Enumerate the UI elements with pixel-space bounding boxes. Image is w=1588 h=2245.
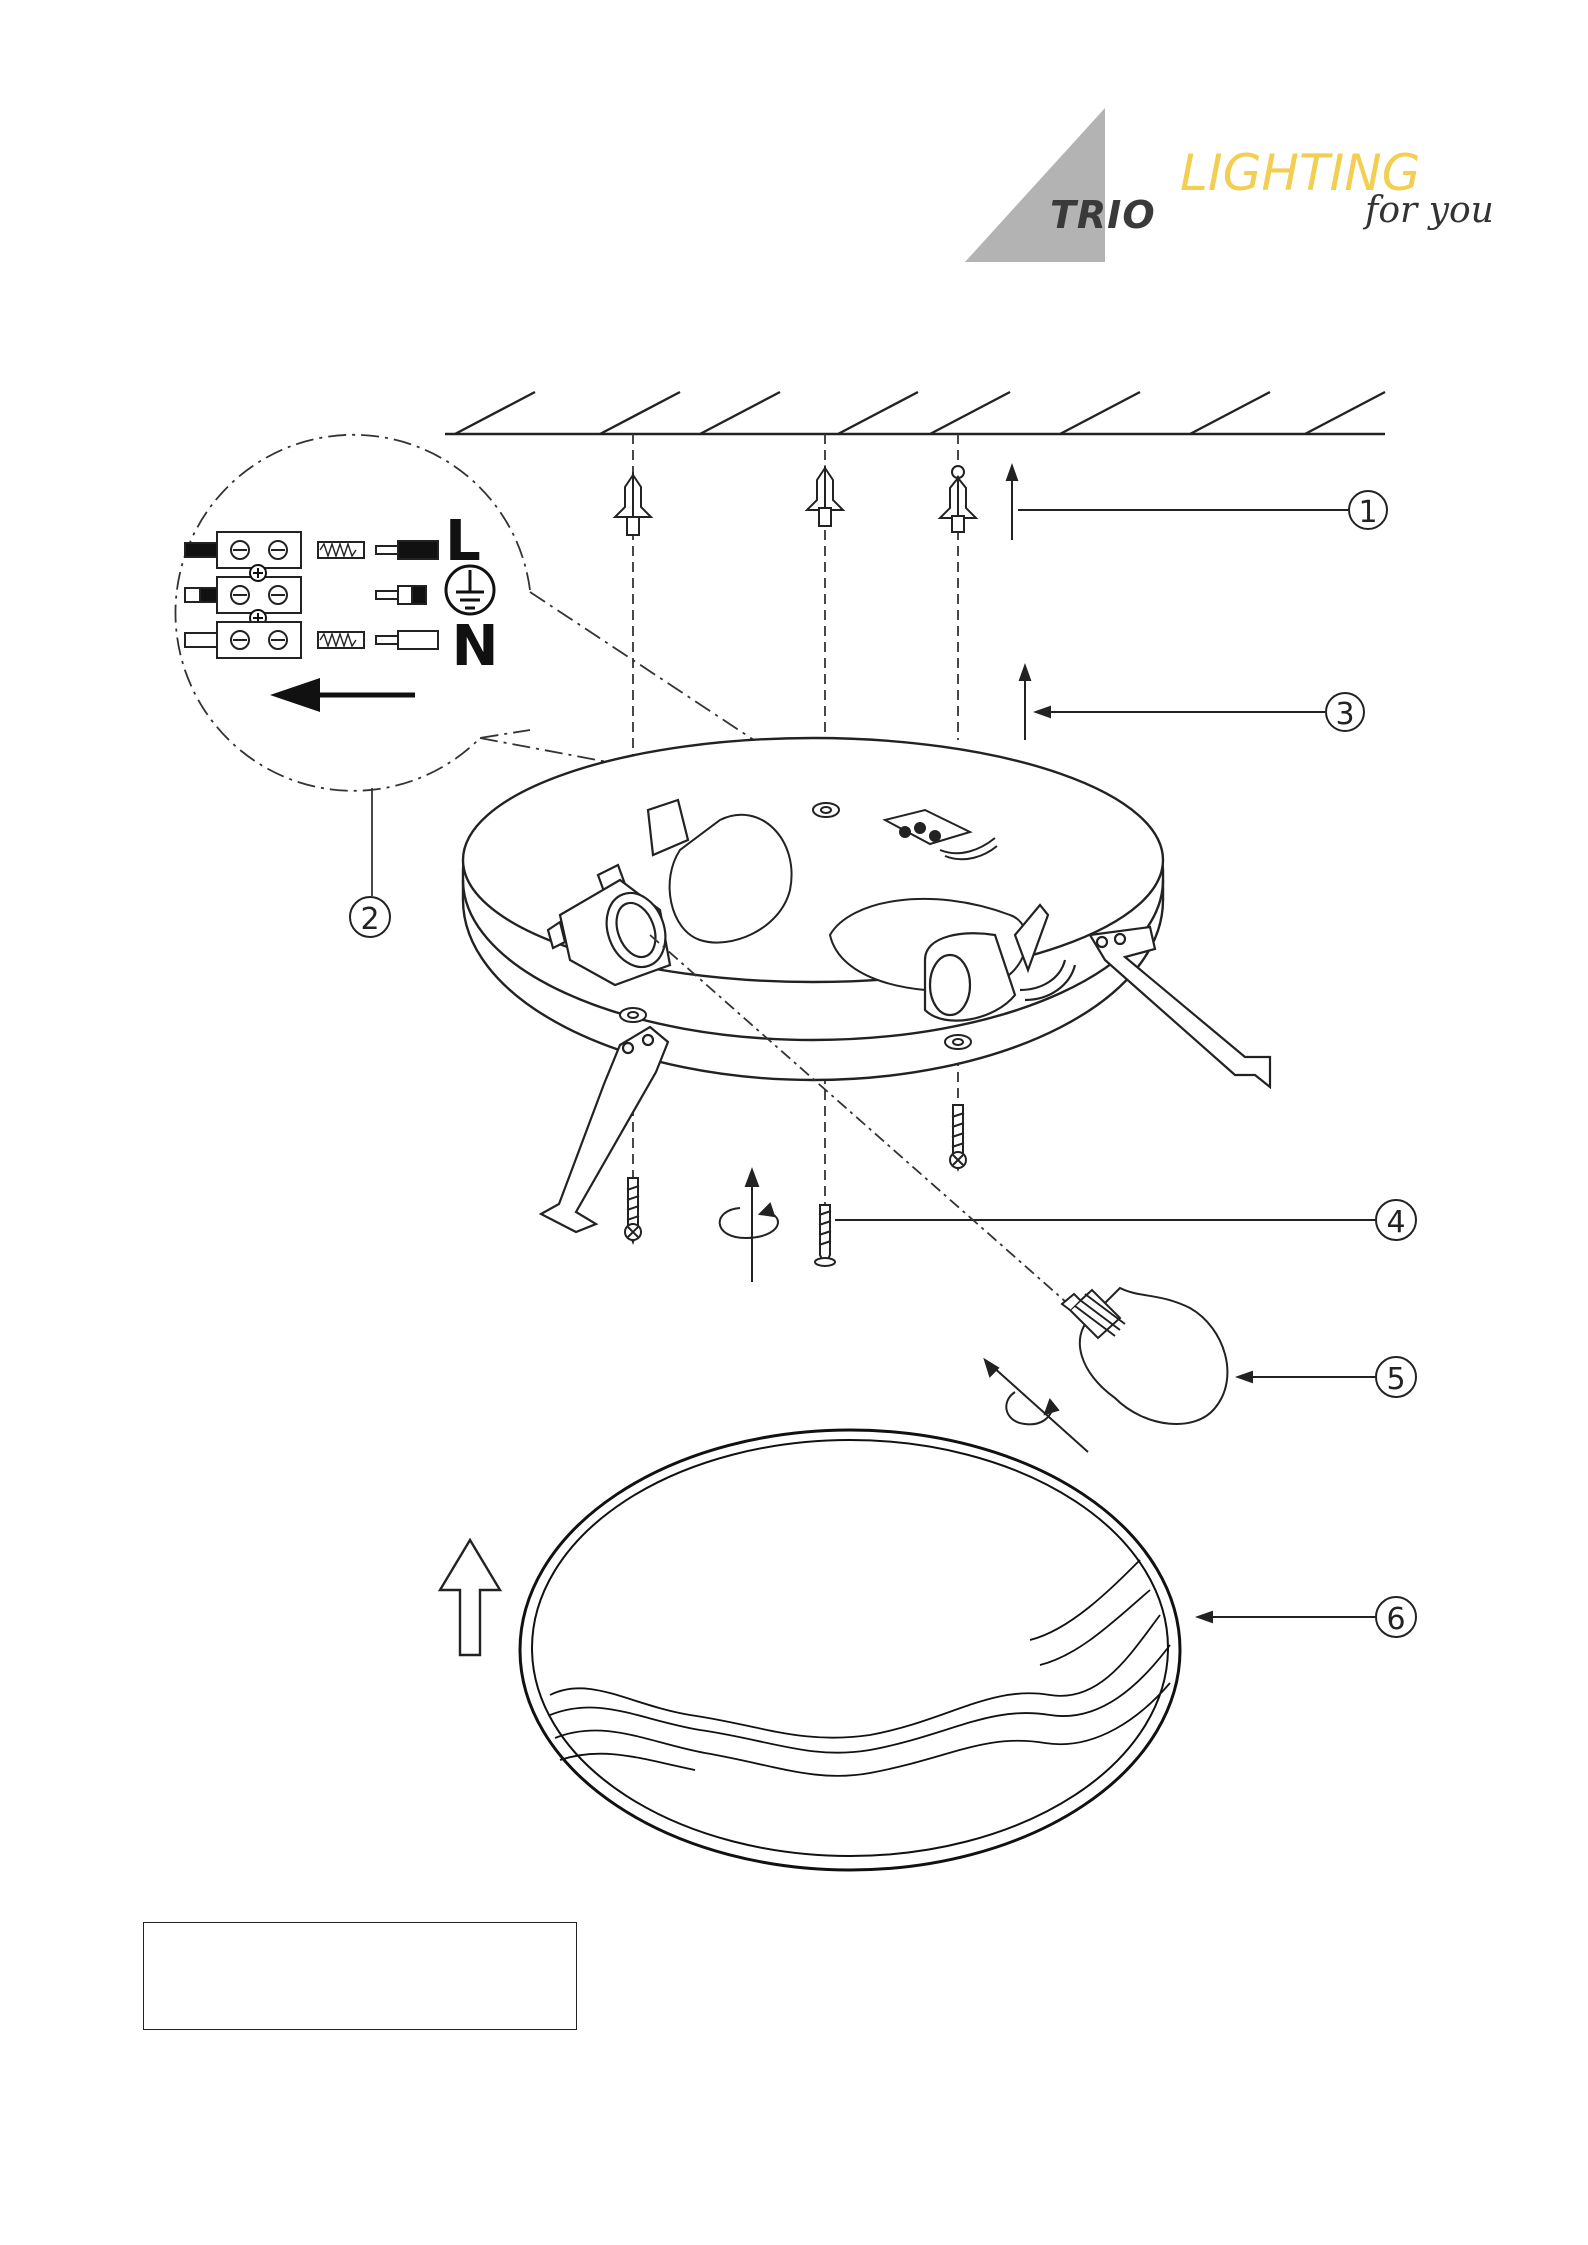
arrow-left-icon bbox=[270, 678, 415, 712]
svg-text:6: 6 bbox=[1386, 1602, 1405, 1637]
wall-plug bbox=[615, 475, 651, 535]
ceiling bbox=[445, 392, 1385, 434]
light-bulb bbox=[1062, 1288, 1227, 1424]
up-arrow-icon bbox=[440, 1540, 500, 1655]
arrow-up-icon bbox=[1020, 666, 1030, 740]
arrow-up-icon bbox=[1007, 466, 1017, 540]
screw bbox=[950, 1105, 966, 1169]
wall-plug bbox=[807, 468, 843, 526]
svg-text:5: 5 bbox=[1386, 1362, 1405, 1397]
callout-5: 5 bbox=[1376, 1357, 1416, 1397]
callout-leader-6 bbox=[1198, 1612, 1376, 1622]
callout-leader-3 bbox=[1036, 707, 1325, 717]
wall-plug bbox=[940, 466, 976, 532]
callout-4: 4 bbox=[1376, 1200, 1416, 1240]
callout-1: 1 bbox=[1349, 491, 1387, 530]
svg-text:1: 1 bbox=[1358, 495, 1377, 530]
trio-logo: TRIO LIGHTING for you bbox=[965, 108, 1494, 262]
svg-text:4: 4 bbox=[1386, 1205, 1405, 1240]
svg-text:2: 2 bbox=[360, 902, 379, 937]
ceiling-plate bbox=[463, 738, 1163, 1080]
live-wire-row bbox=[185, 532, 438, 568]
logo-brand: TRIO bbox=[1050, 193, 1156, 237]
live-label: L bbox=[445, 509, 481, 574]
logo-triangle bbox=[965, 108, 1105, 262]
mounting-bracket bbox=[1090, 927, 1270, 1087]
svg-text:3: 3 bbox=[1335, 697, 1354, 732]
neutral-wire-row bbox=[185, 622, 438, 658]
callout-2: 2 bbox=[350, 897, 390, 937]
screw bbox=[815, 1205, 835, 1266]
earth-symbol-icon bbox=[446, 566, 494, 614]
screw bbox=[625, 1178, 641, 1242]
callout-3: 3 bbox=[1326, 693, 1364, 732]
neutral-label: N bbox=[452, 614, 499, 679]
rotate-arrow-icon bbox=[985, 1360, 1088, 1452]
rotate-arrow-icon bbox=[720, 1170, 778, 1282]
callout-leader-5 bbox=[1238, 1372, 1376, 1382]
logo-tagline: for you bbox=[1362, 190, 1494, 231]
label-box bbox=[143, 1922, 577, 2030]
mounting-bracket bbox=[541, 1027, 668, 1232]
earth-wire-row bbox=[185, 577, 426, 613]
glass-shade bbox=[520, 1430, 1180, 1870]
callout-6: 6 bbox=[1376, 1597, 1416, 1637]
